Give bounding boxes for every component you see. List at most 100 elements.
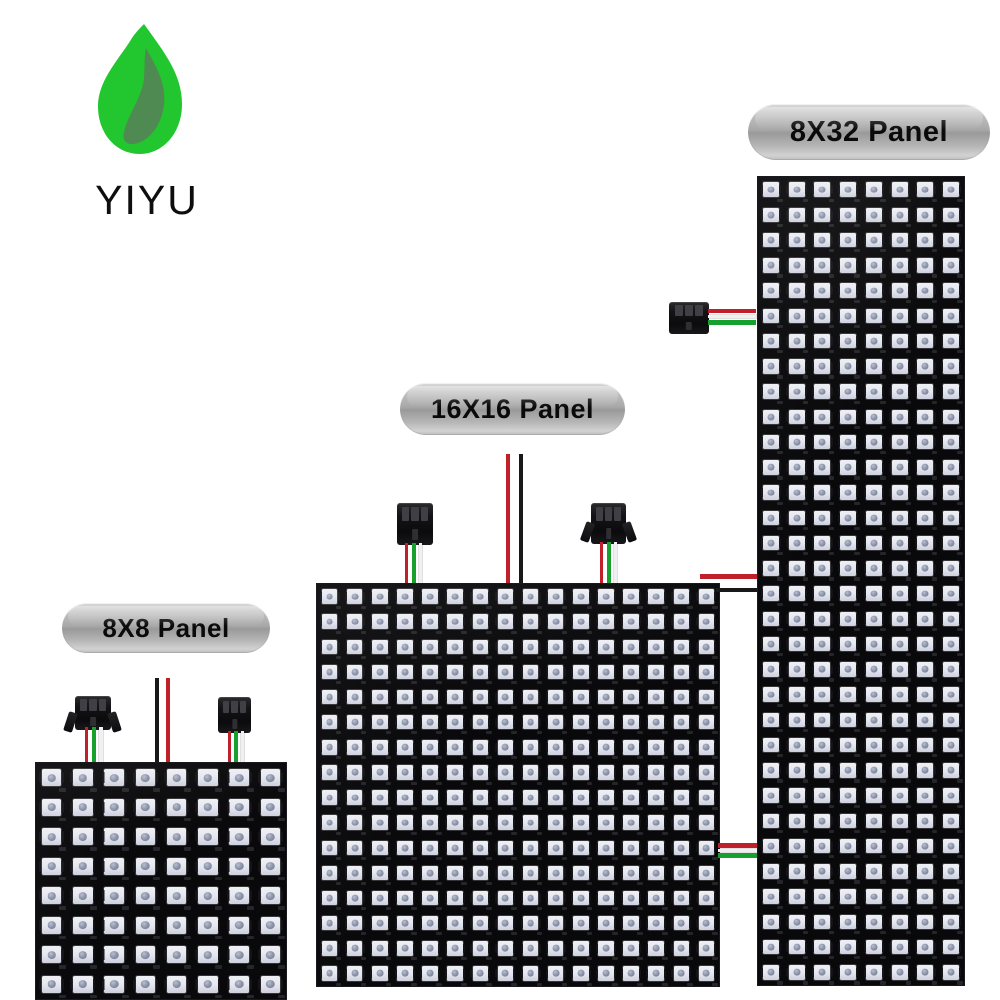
led-pixel: [417, 684, 443, 710]
led-package-icon: [696, 815, 716, 830]
led-pixel: [392, 860, 418, 886]
led-package-icon: [395, 589, 415, 604]
pcb-silkscreen-mark: [662, 706, 668, 710]
led-package-icon: [395, 941, 415, 956]
led-package-icon: [786, 384, 807, 399]
led-pixel: [809, 505, 836, 531]
led-pixel: [886, 202, 913, 228]
pcb-silkscreen-mark: [662, 731, 668, 735]
pcb-silkscreen-mark: [687, 907, 693, 911]
pcb-silkscreen-mark: [880, 324, 886, 328]
led-pixel: [912, 379, 939, 405]
led-package-icon: [786, 611, 807, 627]
pcb-silkscreen-mark: [335, 756, 342, 760]
led-pixel: [392, 684, 418, 710]
pcb-silkscreen-mark: [880, 804, 886, 808]
led-panel-8x8[interactable]: [35, 762, 287, 1000]
led-pixel: [543, 935, 569, 961]
led-package-icon: [132, 975, 159, 993]
led-pixel: [861, 353, 887, 379]
pcb-silkscreen-mark: [410, 681, 417, 684]
led-pixel: [861, 808, 887, 834]
led-pixel: [518, 759, 544, 785]
pcb-silkscreen-mark: [586, 907, 593, 911]
led-pixel: [886, 656, 913, 682]
led-pixel: [758, 227, 784, 253]
led-package-icon: [445, 614, 465, 629]
pcb-silkscreen-mark: [931, 956, 938, 960]
led-package-icon: [889, 864, 910, 879]
led-panel-8x32[interactable]: [757, 176, 965, 986]
led-pixel: [568, 860, 594, 886]
led-pixel: [861, 581, 887, 607]
led-pixel: [938, 732, 964, 758]
pcb-silkscreen-mark: [335, 982, 342, 986]
led-package-icon: [621, 865, 641, 881]
pcb-silkscreen-mark: [957, 930, 963, 934]
pcb-silkscreen-mark: [687, 882, 693, 885]
led-pixel: [938, 454, 964, 480]
pcb-silkscreen-mark: [511, 831, 517, 835]
pcb-silkscreen-mark: [461, 630, 467, 634]
led-pixel: [809, 353, 836, 379]
pcb-silkscreen-mark: [121, 994, 129, 999]
led-pixel: [835, 252, 861, 278]
led-package-icon: [257, 769, 284, 787]
led-pixel: [809, 682, 836, 708]
led-pixel: [618, 860, 644, 886]
pcb-silkscreen-mark: [561, 982, 568, 986]
pcb-silkscreen-mark: [777, 274, 783, 278]
led-pixel: [938, 909, 964, 935]
led-pixel: [938, 530, 964, 556]
led-pixel: [643, 609, 669, 635]
pcb-silkscreen-mark: [536, 781, 543, 785]
pcb-silkscreen-mark: [410, 932, 417, 936]
led-package-icon: [915, 813, 936, 829]
pcb-silkscreen-mark: [461, 655, 467, 659]
led-pixel: [938, 505, 964, 531]
led-pixel: [67, 940, 99, 970]
led-pixel: [835, 783, 861, 809]
led-package-icon: [812, 889, 833, 904]
pcb-silkscreen-mark: [536, 907, 543, 911]
led-package-icon: [863, 763, 885, 778]
pcb-silkscreen-mark: [828, 425, 835, 429]
pcb-silkscreen-mark: [957, 754, 963, 758]
pcb-silkscreen-mark: [931, 501, 938, 505]
led-pixel: [543, 634, 569, 660]
led-package-icon: [596, 890, 616, 906]
led-package-icon: [940, 838, 962, 854]
led-package-icon: [940, 889, 962, 904]
pcb-silkscreen-mark: [184, 847, 191, 851]
led-package-icon: [596, 865, 616, 881]
connector-key: [412, 529, 418, 540]
led-pixel: [98, 969, 130, 999]
led-package-icon: [319, 639, 340, 655]
pcb-silkscreen-mark: [611, 731, 618, 735]
led-package-icon: [545, 865, 566, 881]
led-package-icon: [837, 737, 859, 753]
led-package-icon: [915, 636, 936, 652]
pcb-silkscreen-mark: [905, 981, 912, 985]
led-package-icon: [863, 460, 885, 475]
led-pixel: [835, 303, 861, 329]
pcb-silkscreen-mark: [385, 806, 392, 810]
led-package-icon: [420, 664, 440, 680]
led-pixel: [568, 835, 594, 861]
led-package-icon: [889, 838, 910, 854]
led-pixel: [568, 709, 594, 735]
led-pixel: [467, 860, 493, 886]
led-pixel: [758, 909, 784, 935]
led-pixel: [568, 935, 594, 961]
pcb-silkscreen-mark: [586, 932, 593, 936]
pcb-silkscreen-mark: [828, 880, 835, 884]
led-panel-16x16[interactable]: [316, 583, 720, 987]
led-pixel: [693, 860, 719, 886]
led-package-icon: [596, 614, 616, 629]
led-package-icon: [940, 813, 962, 829]
pcb-silkscreen-mark: [957, 324, 963, 328]
led-package-icon: [889, 510, 910, 526]
led-pixel: [835, 328, 861, 354]
led-package-icon: [226, 798, 252, 816]
led-package-icon: [671, 790, 691, 805]
